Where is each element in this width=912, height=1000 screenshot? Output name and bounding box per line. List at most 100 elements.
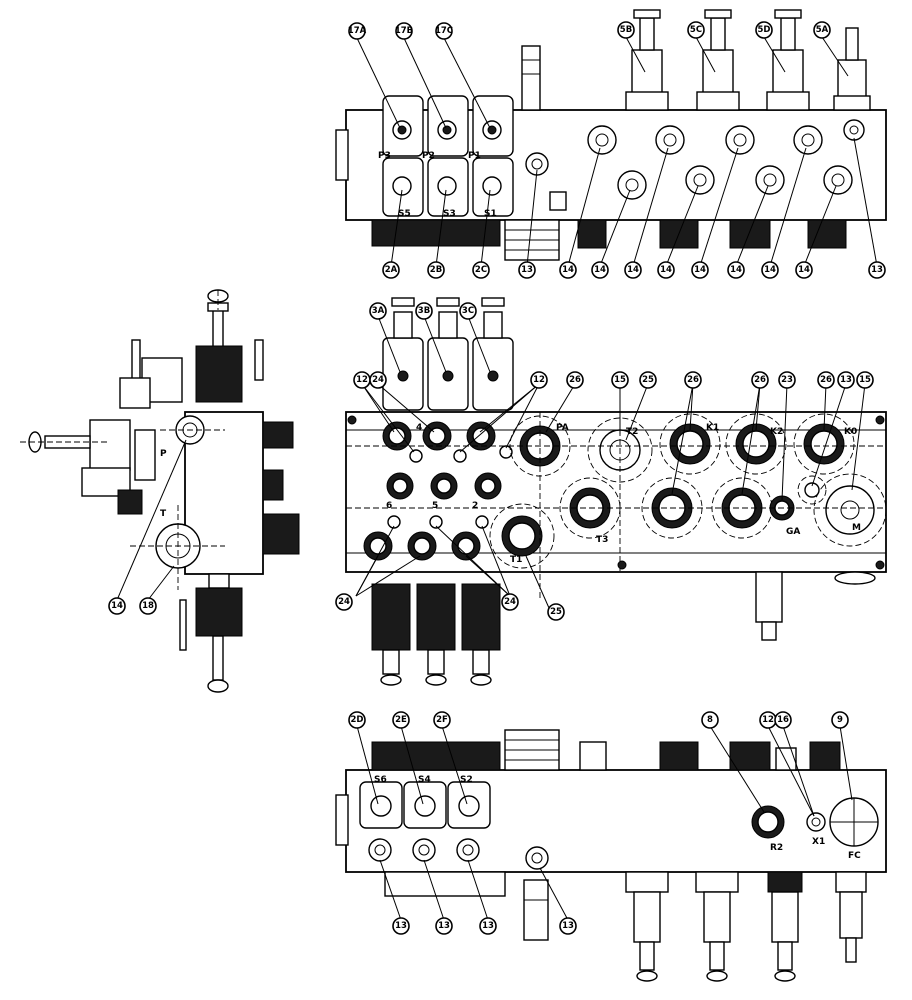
callout-2F: 2F [433,711,451,729]
port-label-K2: K2 [770,427,783,437]
callout-26: 26 [566,371,584,389]
port-label-K0: K0 [844,427,857,437]
port-label-T2: T2 [626,427,638,437]
callout-5D: 5D [755,21,773,39]
port-label-P1: P1 [468,151,481,161]
callout-14: 14 [691,261,709,279]
callout-14: 14 [624,261,642,279]
svg-text:24: 24 [372,375,384,385]
solenoids-bottom [371,583,501,686]
callout-14: 14 [657,261,675,279]
svg-text:13: 13 [521,265,533,275]
svg-text:16: 16 [777,715,789,725]
port-label-T3: T3 [596,535,608,545]
callout-14: 14 [795,261,813,279]
front-view: 4 6 5 2 PA T2 K1 K2 K0 T1 T3 GA M [335,297,887,686]
port-label-S3: S3 [443,209,456,219]
callout-2B: 2B [427,261,445,279]
port-label-4: 4 [416,423,422,433]
svg-text:8: 8 [707,715,713,725]
callout-5A: 5A [813,21,831,39]
callout-25: 25 [547,603,565,621]
svg-text:3B: 3B [418,306,430,316]
port-label-PA: PA [556,423,569,433]
port-label-5: 5 [432,501,438,511]
svg-text:5C: 5C [690,25,702,35]
callout-14: 14 [727,261,745,279]
svg-text:14: 14 [694,265,706,275]
callout-17C: 17C [435,22,453,40]
callout-24: 24 [501,593,519,611]
callout-15: 15 [856,371,874,389]
port-label-P3: P3 [378,151,391,161]
callout-5C: 5C [687,21,705,39]
bottom-coils [359,781,549,870]
svg-text:12: 12 [762,715,774,725]
svg-text:12: 12 [533,375,545,385]
svg-text:9: 9 [837,715,843,725]
callout-2E: 2E [392,711,410,729]
svg-text:14: 14 [562,265,574,275]
svg-text:2D: 2D [351,715,364,725]
svg-text:17B: 17B [395,26,413,36]
callout-2D: 2D [348,711,366,729]
svg-text:24: 24 [504,597,516,607]
port-label-S5: S5 [398,209,411,219]
svg-text:2B: 2B [430,265,442,275]
callout-8: 8 [701,711,719,729]
svg-text:17A: 17A [348,26,367,36]
port-label-FC: FC [848,851,861,861]
svg-text:3A: 3A [372,306,385,316]
port-label-K1: K1 [706,423,719,433]
port-label-M: M [852,523,861,533]
top-ports [525,119,865,200]
solenoids-3 [382,297,514,411]
port-label-P2: P2 [422,151,435,161]
top-leaders [356,36,878,267]
callout-17A: 17A [348,22,367,40]
port-label-R2: R2 [770,843,783,853]
callout-3A: 3A [369,302,387,320]
svg-text:13: 13 [562,921,574,931]
callout-13: 13 [559,917,577,935]
callout-24: 24 [369,371,387,389]
callout-12: 12 [530,371,548,389]
callout-13: 13 [837,371,855,389]
svg-text:14: 14 [730,265,742,275]
callout-13: 13 [392,917,410,935]
callout-2C: 2C [472,261,490,279]
bottom-view: S6 S4 S2 R2 X1 FC [335,711,887,982]
solenoid-coils-top [382,95,514,217]
port-label-2: 2 [472,501,478,511]
svg-text:26: 26 [569,375,581,385]
callout-26: 26 [684,371,702,389]
port-label-6: 6 [386,501,392,511]
callout-18: 18 [139,597,157,615]
callout-25: 25 [639,371,657,389]
svg-text:13: 13 [482,921,494,931]
svg-text:2A: 2A [385,265,398,275]
bottom-fittings-top [371,219,847,261]
svg-text:25: 25 [550,607,562,617]
svg-text:23: 23 [781,375,793,385]
callout-26: 26 [751,371,769,389]
svg-text:13: 13 [871,265,883,275]
svg-text:5D: 5D [758,25,771,35]
port-label-S1: S1 [484,209,497,219]
svg-text:5B: 5B [620,25,632,35]
port-label-GA: GA [786,527,800,537]
callout-13: 13 [518,261,536,279]
svg-text:26: 26 [754,375,766,385]
svg-text:2E: 2E [395,715,407,725]
svg-text:14: 14 [111,601,123,611]
callout-16: 16 [774,711,792,729]
callout-24: 24 [335,593,353,611]
side-view: P T 14 18 [20,289,300,693]
top-view: P3 P2 P1 S5 S3 S1 [335,9,887,279]
svg-text:13: 13 [395,921,407,931]
svg-text:14: 14 [798,265,810,275]
svg-text:17C: 17C [435,26,453,36]
port-label-X1: X1 [812,837,825,847]
svg-text:26: 26 [687,375,699,385]
callout-3B: 3B [415,302,433,320]
